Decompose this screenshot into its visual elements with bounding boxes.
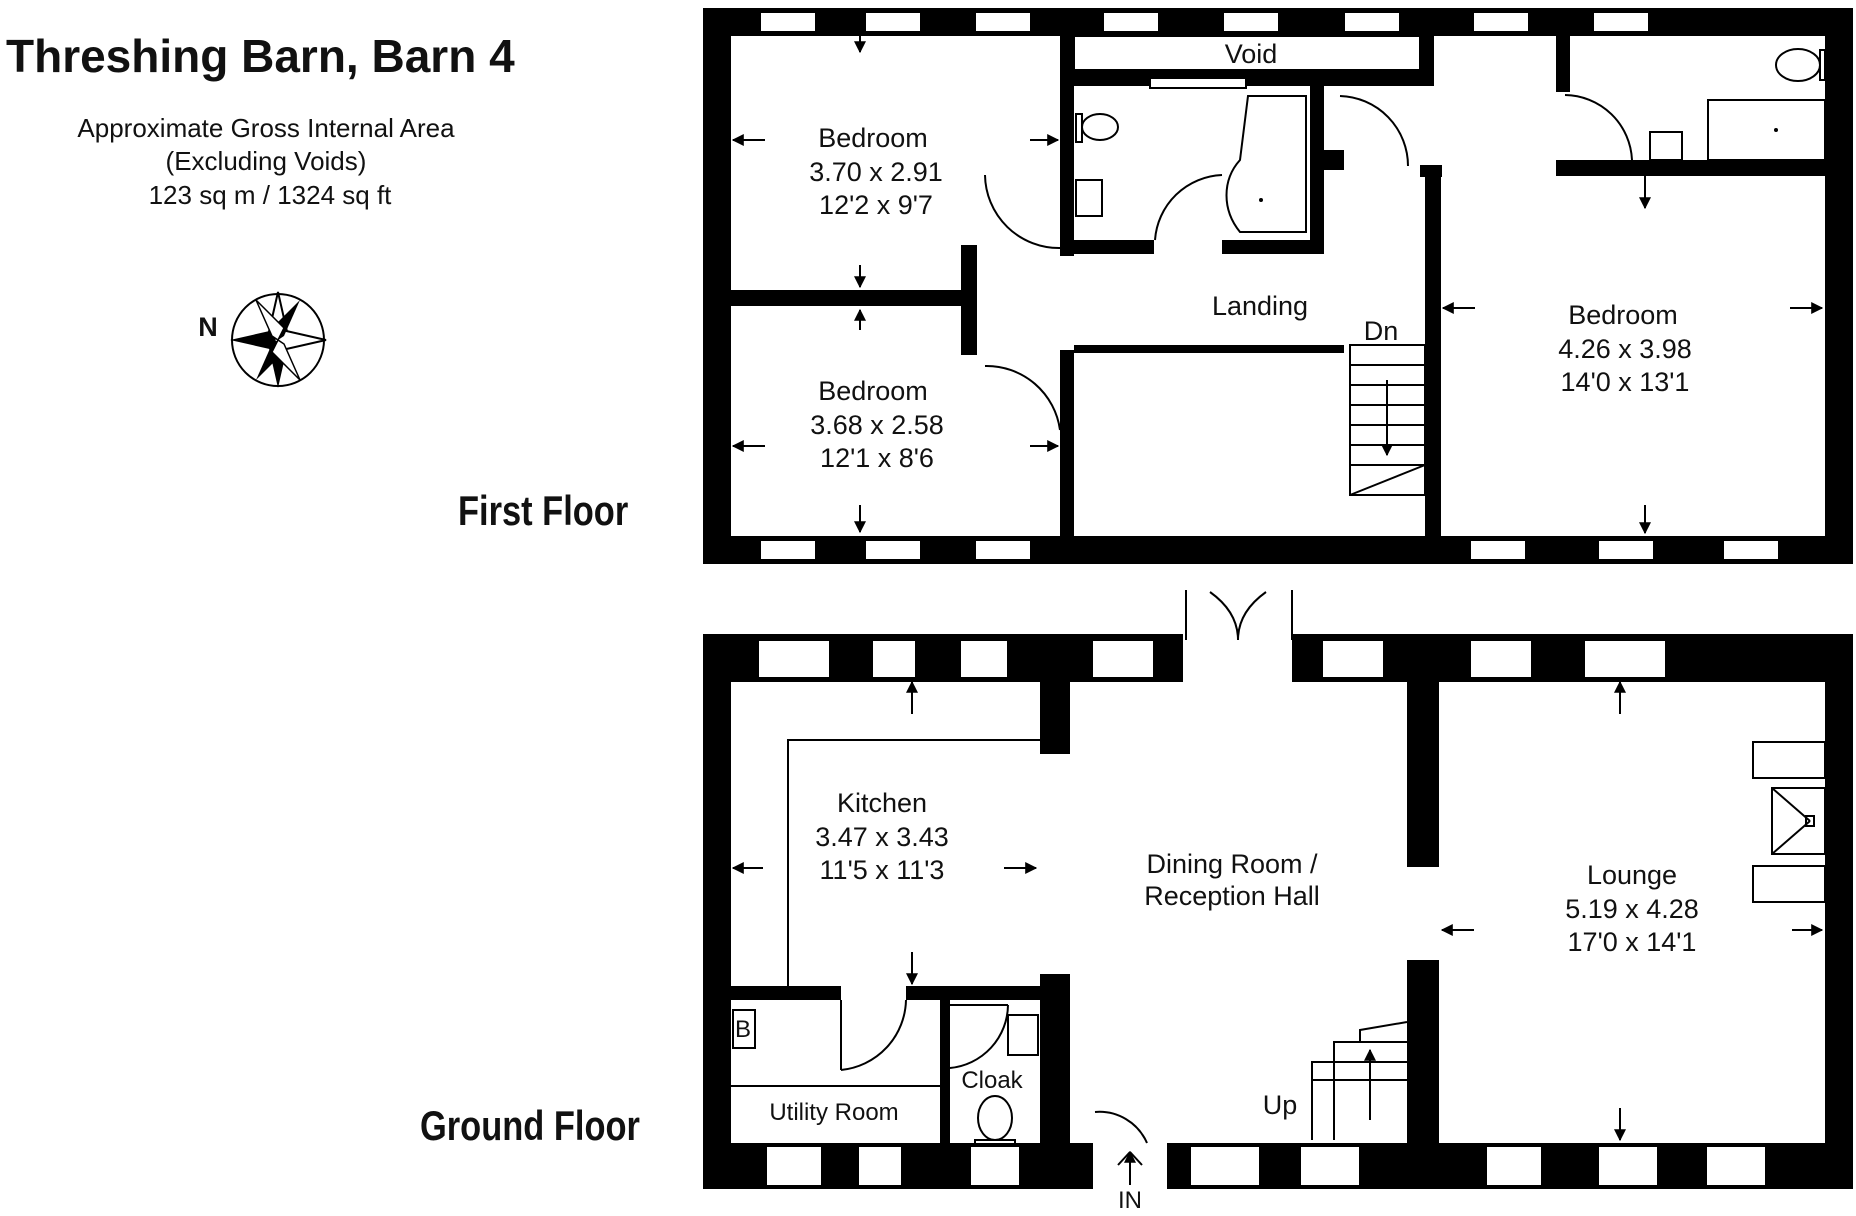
svg-text:Dining Room /: Dining Room / bbox=[1146, 849, 1318, 879]
svg-text:Bedroom: Bedroom bbox=[818, 376, 928, 406]
area-line-3: 123 sq m / 1324 sq ft bbox=[149, 180, 393, 210]
dining-room-label: Dining Room / Reception Hall bbox=[1144, 849, 1320, 911]
lounge-label: Lounge 5.19 x 4.28 17'0 x 14'1 bbox=[1565, 860, 1699, 957]
svg-text:12'1 x 8'6: 12'1 x 8'6 bbox=[820, 443, 934, 473]
first-floor-label: First Floor bbox=[458, 488, 628, 535]
svg-text:11'5 x 11'3: 11'5 x 11'3 bbox=[820, 855, 945, 885]
svg-text:4.26 x 3.98: 4.26 x 3.98 bbox=[1558, 334, 1692, 364]
ground-floor-plan bbox=[703, 590, 1853, 1189]
utility-room-label: Utility Room bbox=[769, 1099, 898, 1126]
svg-text:3.47 x 3.43: 3.47 x 3.43 bbox=[815, 822, 949, 852]
svg-text:17'0 x 14'1: 17'0 x 14'1 bbox=[1568, 927, 1697, 957]
stairs-down-label: Dn bbox=[1364, 316, 1399, 346]
ground-floor-stairs-icon bbox=[1311, 1021, 1408, 1140]
entrance-label: IN bbox=[1118, 1187, 1142, 1214]
boiler-label: B bbox=[735, 1016, 751, 1043]
svg-text:Kitchen: Kitchen bbox=[837, 788, 927, 818]
svg-text:3.70 x 2.91: 3.70 x 2.91 bbox=[809, 157, 943, 187]
area-line-1: Approximate Gross Internal Area bbox=[77, 113, 455, 143]
stairs-up-label: Up bbox=[1263, 1090, 1298, 1120]
svg-text:3.68 x 2.58: 3.68 x 2.58 bbox=[810, 410, 944, 440]
svg-text:12'2 x 9'7: 12'2 x 9'7 bbox=[819, 190, 933, 220]
compass-rose-icon bbox=[230, 291, 327, 388]
svg-text:Lounge: Lounge bbox=[1587, 860, 1677, 890]
cloak-label: Cloak bbox=[961, 1067, 1023, 1094]
compass-north-label: N bbox=[198, 312, 218, 342]
bedroom-3-label: Bedroom 4.26 x 3.98 14'0 x 13'1 bbox=[1558, 300, 1692, 397]
svg-text:5.19 x 4.28: 5.19 x 4.28 bbox=[1565, 894, 1699, 924]
svg-text:Reception Hall: Reception Hall bbox=[1144, 881, 1320, 911]
svg-text:Bedroom: Bedroom bbox=[1568, 300, 1678, 330]
bedroom-2-label: Bedroom 3.68 x 2.58 12'1 x 8'6 bbox=[810, 376, 944, 473]
svg-text:Bedroom: Bedroom bbox=[818, 123, 928, 153]
first-floor-plan bbox=[703, 8, 1853, 564]
kitchen-label: Kitchen 3.47 x 3.43 11'5 x 11'3 bbox=[815, 788, 949, 885]
area-line-2: (Excluding Voids) bbox=[166, 146, 367, 176]
plan-title: Threshing Barn, Barn 4 bbox=[6, 30, 515, 82]
svg-text:14'0 x 13'1: 14'0 x 13'1 bbox=[1561, 367, 1690, 397]
void-label: Void bbox=[1225, 39, 1278, 69]
bedroom-1-label: Bedroom 3.70 x 2.91 12'2 x 9'7 bbox=[809, 123, 943, 220]
first-floor-stairs-icon bbox=[1349, 344, 1426, 496]
fireplace-icon bbox=[1752, 741, 1826, 903]
ground-floor-label: Ground Floor bbox=[420, 1103, 640, 1150]
landing-label: Landing bbox=[1212, 291, 1308, 321]
